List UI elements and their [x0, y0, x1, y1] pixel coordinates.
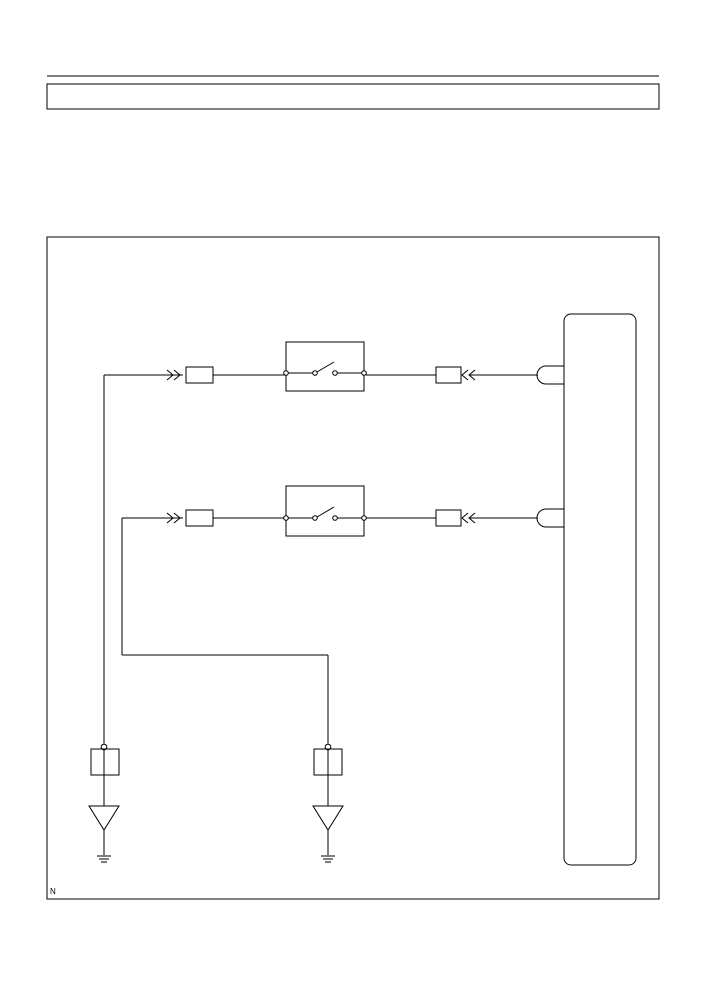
left-ground-connector: [90, 748, 120, 776]
upper-right-chevron-icon: [461, 369, 469, 381]
diagram-corner-label: N: [50, 887, 56, 896]
lower-switch-pivot: [312, 515, 318, 521]
upper-right-connector: [435, 366, 462, 384]
left-ground-branch: [88, 375, 120, 863]
upper-right-chevron-icon: [468, 369, 476, 381]
lower-circuit: [122, 485, 564, 537]
upper-left-chevron-icon: [173, 369, 181, 381]
upper-left-chevron-icon: [166, 369, 174, 381]
upper-switch-terminal: [283, 370, 289, 376]
lower-left-chevron-icon: [173, 512, 181, 524]
lower-switch-box: [285, 485, 365, 537]
lower-ecu-terminal: [536, 508, 564, 528]
lower-left-connector: [185, 509, 214, 527]
lower-right-chevron-icon: [461, 512, 469, 524]
lower-right-chevron-icon: [468, 512, 476, 524]
diagram-frame: [46, 236, 660, 900]
lower-switch-terminal: [361, 515, 367, 521]
lower-right-connector: [435, 509, 462, 527]
upper-circuit: [104, 341, 564, 392]
lower-switch-contact: [316, 506, 335, 518]
header-title-bar: [46, 83, 660, 110]
upper-switch-box: [285, 341, 365, 392]
upper-switch-terminal: [361, 370, 367, 376]
left-ground-point-icon: [88, 805, 120, 831]
upper-switch-contact-point: [332, 370, 338, 376]
right-ground-point-icon: [312, 805, 344, 831]
right-ground-branch: [121, 518, 344, 863]
upper-left-connector: [185, 366, 214, 384]
lower-switch-terminal: [283, 515, 289, 521]
lower-switch-contact-point: [332, 515, 338, 521]
control-unit-block: [563, 313, 637, 866]
upper-switch-pivot: [312, 370, 318, 376]
upper-switch-contact: [316, 361, 335, 373]
upper-ecu-terminal: [536, 365, 564, 385]
lower-left-chevron-icon: [166, 512, 174, 524]
